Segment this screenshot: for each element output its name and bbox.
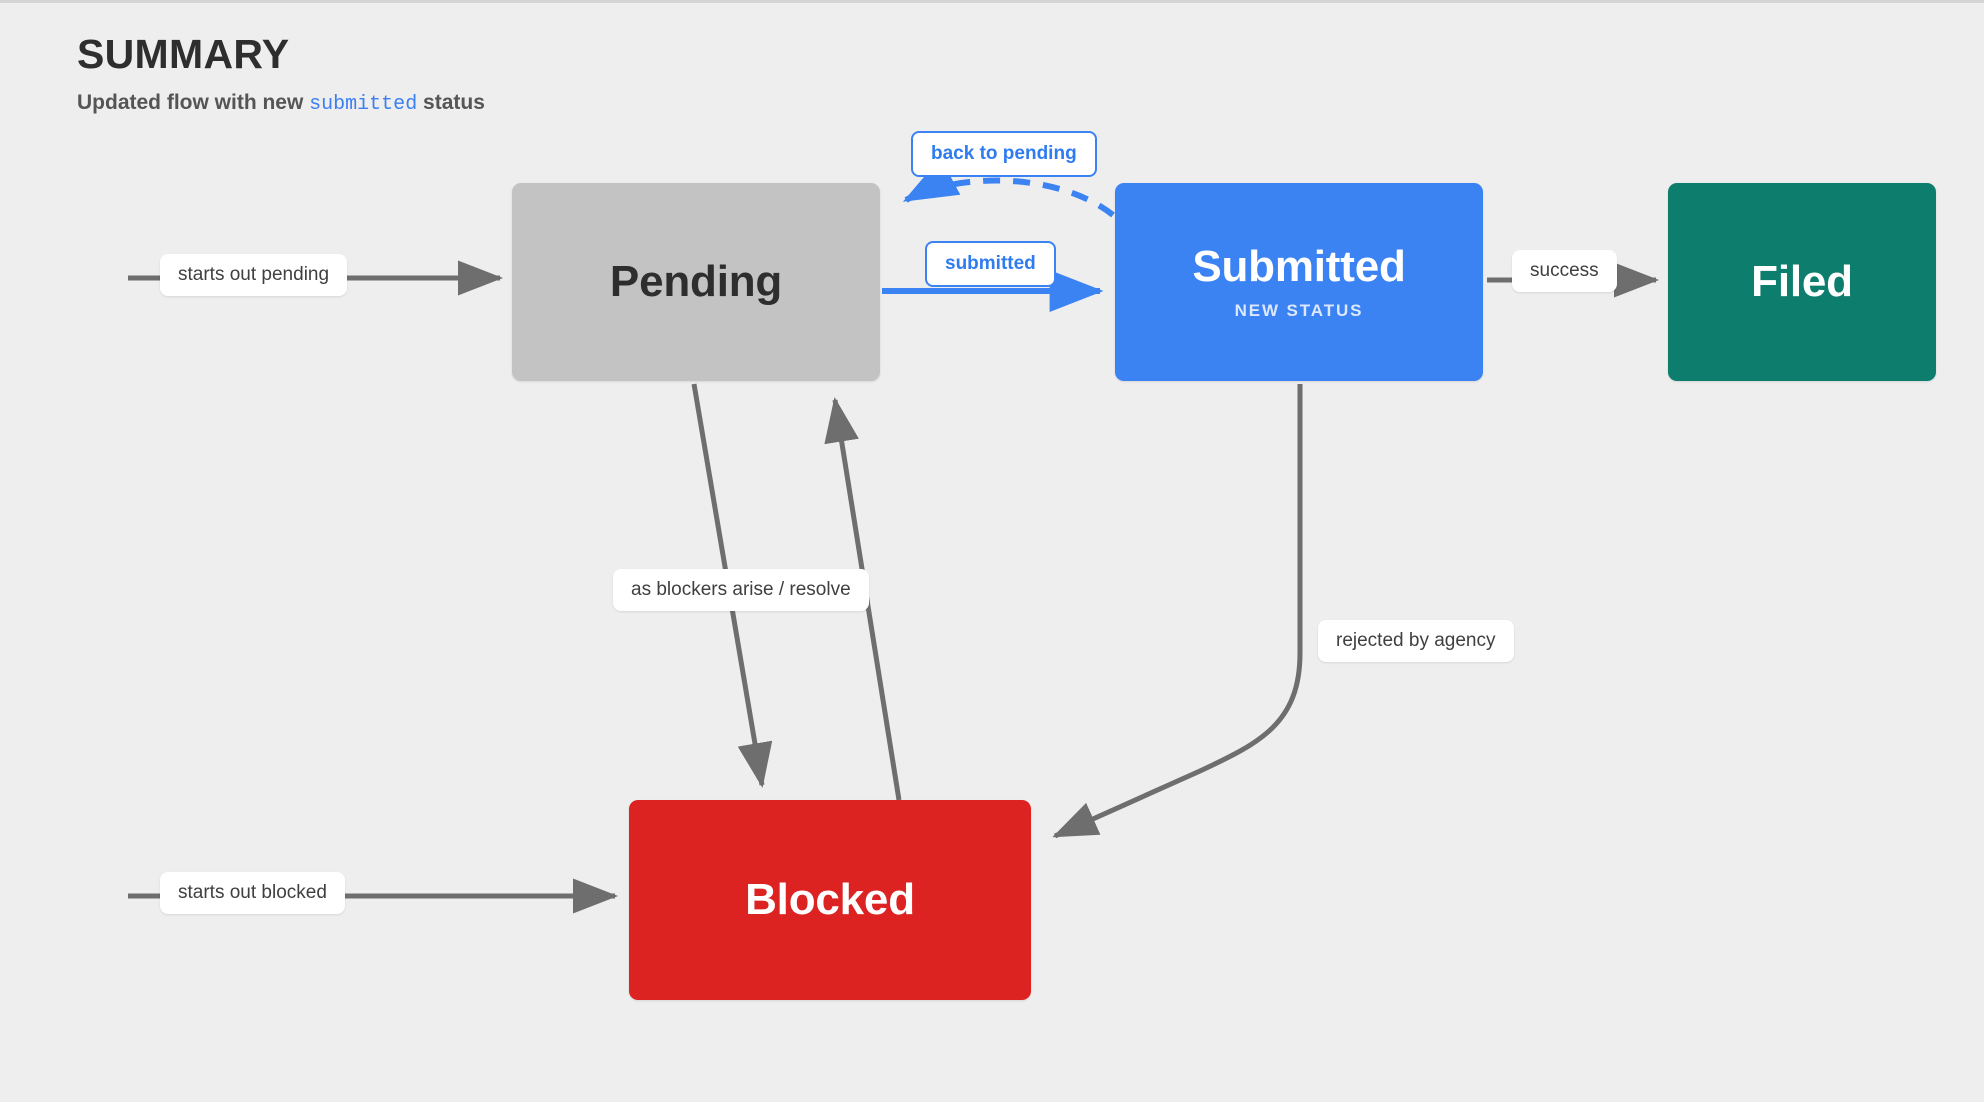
- page-title: SUMMARY: [77, 31, 290, 77]
- node-blocked[interactable]: Blocked: [629, 800, 1031, 1000]
- node-filed-label: Filed: [1751, 256, 1853, 306]
- subtitle-prefix: Updated flow with new: [77, 91, 310, 115]
- edge-label-as-blockers-arise-resolve: as blockers arise / resolve: [613, 569, 869, 611]
- subtitle-suffix: status: [417, 91, 485, 115]
- edge-submitted-blocked: [1052, 384, 1303, 839]
- node-filed[interactable]: Filed: [1668, 183, 1936, 381]
- node-pending-label: Pending: [609, 256, 783, 306]
- page-subtitle: Updated flow with new submitted status: [77, 90, 977, 117]
- node-submitted-sublabel: NEW STATUS: [1234, 301, 1364, 321]
- node-submitted[interactable]: Submitted NEW STATUS: [1115, 183, 1483, 381]
- flow-diagram: Pending Submitted NEW STATUS Filed Block…: [0, 3, 1984, 1102]
- node-pending[interactable]: Pending: [512, 183, 880, 381]
- node-submitted-label: Submitted: [1192, 241, 1406, 291]
- edge-label-starts-out-blocked: starts out blocked: [160, 872, 345, 914]
- edge-submitted-pending: [902, 157, 1115, 218]
- edge-label-rejected-by-agency: rejected by agency: [1318, 620, 1514, 662]
- edge-label-success: success: [1512, 250, 1617, 292]
- edge-label-back-to-pending: back to pending: [911, 131, 1097, 177]
- edge-label-starts-out-pending: starts out pending: [160, 254, 348, 296]
- subtitle-code-submitted: submitted: [309, 93, 418, 117]
- edge-label-submitted: submitted: [925, 241, 1056, 287]
- header: SUMMARY Updated flow with new submitted …: [77, 31, 977, 117]
- node-blocked-label: Blocked: [745, 874, 915, 924]
